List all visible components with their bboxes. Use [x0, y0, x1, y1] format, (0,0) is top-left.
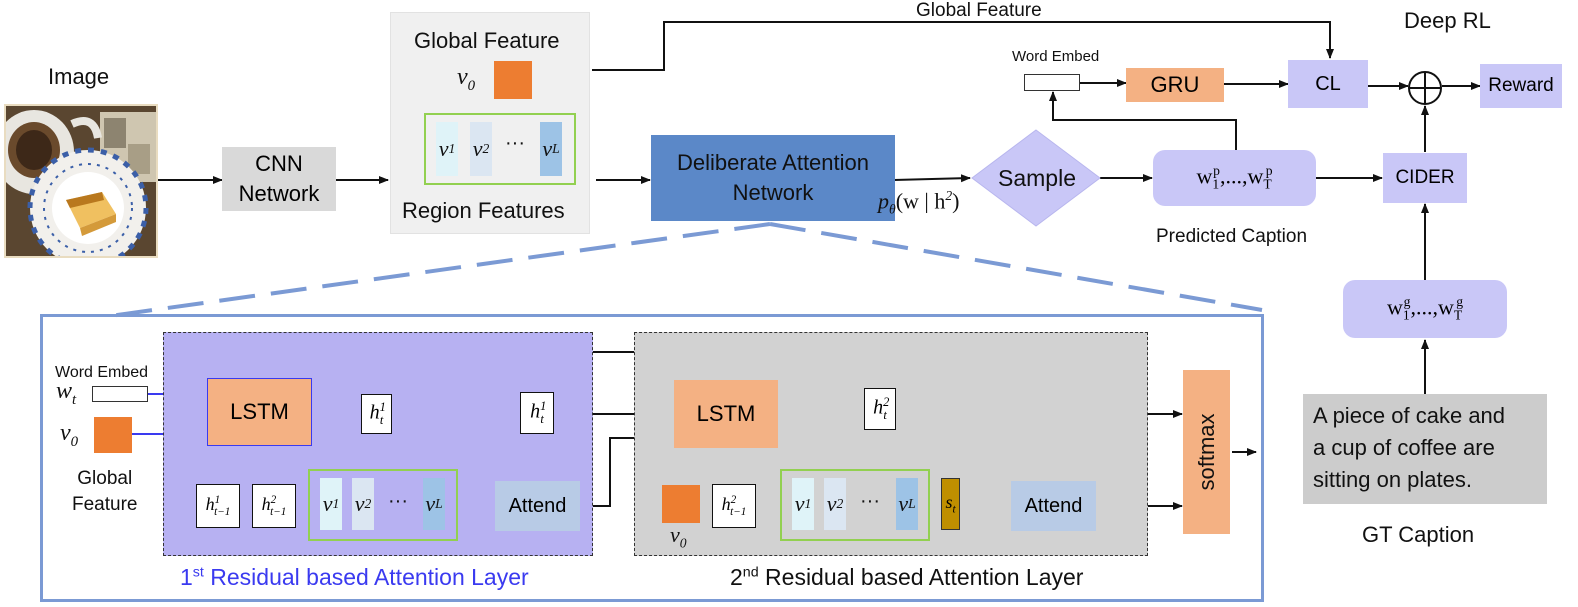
global-feature-square [494, 61, 532, 99]
wt-label: wt [56, 378, 77, 408]
layer1-caption: 1st Residual based Attention Layer [180, 564, 529, 590]
deliberate-line-2: Network [732, 180, 814, 205]
word-embed-bottom-label: Word Embed [55, 364, 149, 381]
region-features-label: Region Features [402, 198, 565, 223]
v0-bottom-label: v0 [60, 420, 79, 450]
global-feature-title: Global Feature [414, 28, 560, 53]
region-ellipsis: ··· [505, 132, 525, 154]
attend1-box: Attend [495, 481, 580, 531]
image-label: Image [48, 64, 110, 89]
h2-tm1-box-layer2: h2t−1 [712, 484, 756, 528]
word-embed-bottom-rect [92, 386, 148, 402]
cake-coffee-illustration [4, 104, 158, 258]
p-theta-label: pθ(w | h2) [878, 188, 960, 217]
cnn-line-2: Network [238, 181, 320, 206]
cl-box: CL [1288, 60, 1368, 108]
cider-box: CIDER [1383, 153, 1467, 203]
layer2-caption: 2nd Residual based Attention Layer [730, 564, 1084, 590]
layer2-region-group [780, 469, 930, 541]
detail-frame [40, 314, 1264, 602]
layer2-ellipsis: ··· [860, 490, 880, 512]
st-box: st [941, 478, 960, 530]
reward-box: Reward [1480, 64, 1562, 108]
word-embed-top-label: Word Embed [1012, 48, 1100, 65]
gt-text-line-1: A piece of cake and [1313, 403, 1506, 428]
v0-label: v0 [457, 64, 476, 94]
cnn-network-box: CNN Network [222, 147, 336, 211]
global-feature-bottom-square [94, 417, 132, 453]
softmax-label: softmax [1194, 413, 1219, 491]
layer1-ellipsis: ··· [388, 490, 408, 512]
predicted-caption-box: w1p,...,wTp [1153, 150, 1316, 206]
deep-rl-label: Deep RL [1404, 8, 1491, 33]
layer1-region-group [308, 469, 458, 541]
softmax-box [1183, 370, 1230, 534]
deliberate-attention-box: Deliberate Attention Network [651, 135, 895, 221]
v0-layer2-square [662, 485, 700, 523]
h1-tilde-box: h1t [520, 392, 554, 434]
input-image [4, 104, 158, 258]
gru-box: GRU [1126, 68, 1224, 102]
gt-text-line-3: sitting on plates. [1313, 467, 1472, 492]
sample-label: Sample [998, 165, 1076, 191]
word-embed-top-rect [1024, 74, 1080, 91]
deliberate-line-1: Deliberate Attention [676, 150, 870, 175]
attend2-box: Attend [1011, 481, 1096, 531]
plus-node-reward [1408, 71, 1442, 105]
gt-text-line-2: a cup of coffee are [1313, 435, 1495, 460]
h2-tm1-box-layer1: h2t−1 [252, 484, 296, 528]
h1-tm1-box: h1t−1 [196, 484, 240, 528]
v0-layer2-label: v0 [670, 522, 687, 551]
global-feature-bottom-label: Global Feature [72, 468, 138, 515]
sample-diamond [971, 129, 1101, 227]
cnn-line-1: CNN [255, 151, 303, 176]
lstm2-box: LSTM [674, 380, 778, 448]
lstm1-box: LSTM [207, 378, 312, 446]
gt-caption-text-box: A piece of cake and a cup of coffee are … [1303, 394, 1547, 504]
gt-caption-label: GT Caption [1362, 522, 1475, 547]
gt-words-box: w1g,...,wTg [1343, 280, 1507, 338]
global-feature-line-label: Global Feature [916, 0, 1042, 21]
predicted-caption-label: Predicted Caption [1156, 226, 1308, 247]
h1-t-box: h1t [361, 394, 392, 434]
h2-t-box: h2t [864, 388, 896, 430]
region-features-group [424, 113, 576, 185]
